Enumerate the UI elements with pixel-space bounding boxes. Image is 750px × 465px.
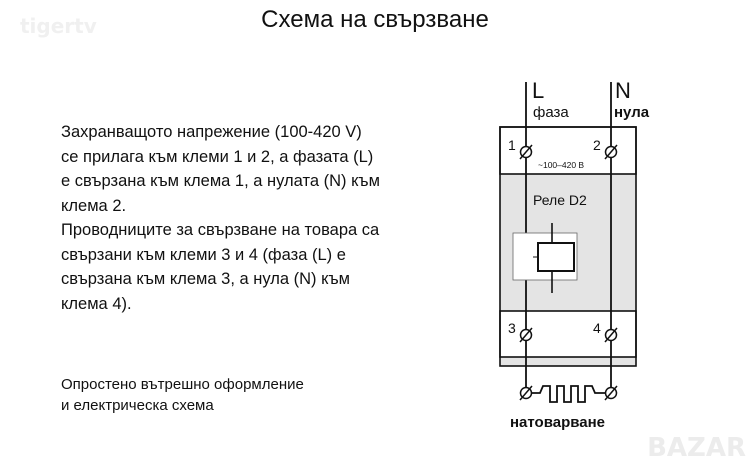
terminal-1-label: 1 — [508, 137, 516, 153]
voltage-label: ~100–420 В — [538, 160, 584, 170]
description-line: свързани към клеми 3 и 4 (фаза (L) е — [61, 245, 346, 264]
description-line: Проводниците за свързване на товара са — [61, 221, 380, 239]
description-line: е свързана към клема 1, а нулата (N) към — [61, 172, 380, 190]
diagram-caption: Опростено вътрешно оформление и електрич… — [61, 374, 304, 416]
terminal-4-label: 4 — [593, 320, 601, 336]
terminal-screw-icon — [604, 144, 618, 160]
caption-line: Опростено вътрешно оформление — [61, 376, 304, 393]
load-heater-icon — [532, 385, 605, 403]
description-line: клема 4). — [61, 294, 132, 313]
line-sub-label: фаза — [533, 104, 569, 121]
watermark-tigertv: tigertv — [20, 14, 97, 38]
neutral-sub-label: нула — [614, 104, 650, 121]
caption-line: и електрическа схема — [61, 397, 214, 414]
terminal-3-label: 3 — [508, 320, 516, 336]
description-line: клема 2. — [61, 196, 127, 215]
description-line: се прилага към клеми 1 и 2, а фазата (L) — [61, 147, 374, 166]
description: Захранващото напрежение (100-420 V) се п… — [61, 120, 481, 316]
load-terminal-icon — [604, 385, 618, 401]
coil-icon — [537, 242, 575, 272]
watermark-bazar: BAZAR — [647, 433, 746, 463]
load-label: натоварване — [510, 414, 605, 431]
terminal-screw-icon — [604, 327, 618, 343]
load-terminal-icon — [519, 385, 533, 401]
page-title: Схема на свързване — [261, 6, 489, 33]
line-label: L — [532, 78, 544, 103]
terminal-screw-icon — [519, 144, 533, 160]
description-line: Захранващото напрежение (100-420 V) — [61, 123, 362, 141]
terminal-screw-icon — [519, 327, 533, 343]
relay-name: Реле D2 — [533, 192, 587, 208]
neutral-label: N — [615, 78, 631, 103]
description-line: свързана към клема 3, а нула (N) към — [61, 270, 351, 288]
terminal-2-label: 2 — [593, 137, 601, 153]
relay-outline — [499, 126, 637, 367]
